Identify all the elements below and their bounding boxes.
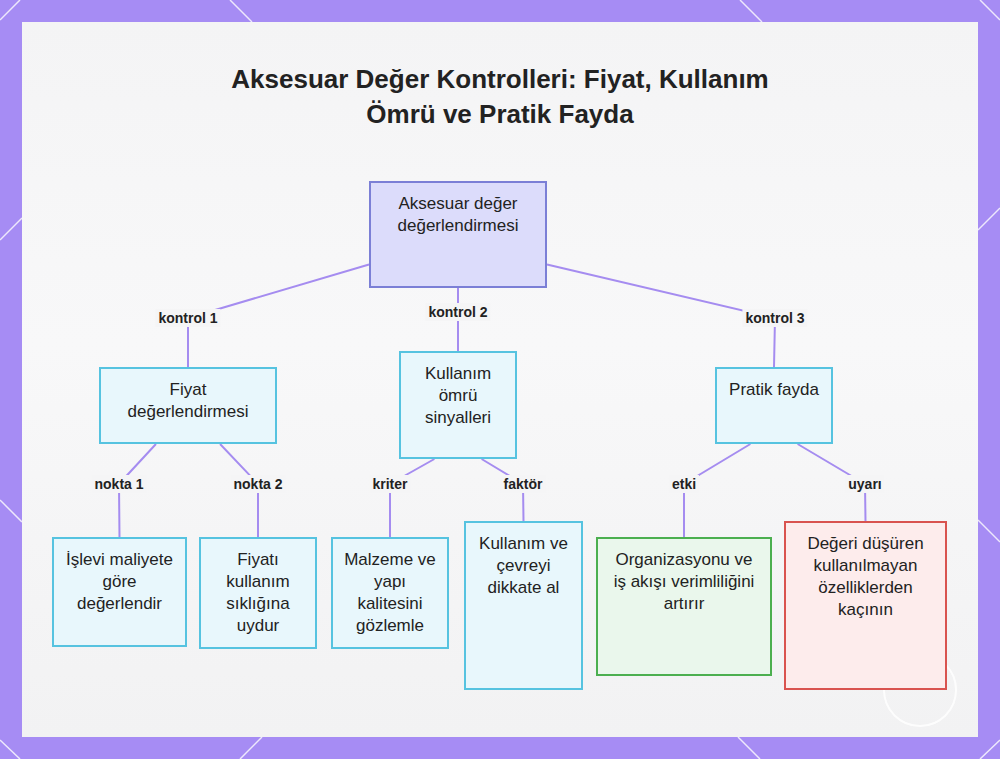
edge-label: nokta 2 <box>230 475 285 493</box>
edge-label: kontrol 1 <box>155 309 220 327</box>
diagram-title: Aksesuar Değer Kontrolleri: Fiyat, Kulla… <box>220 62 780 132</box>
edge-label: kriter <box>369 475 410 493</box>
connector <box>390 459 434 537</box>
warning-box: Değeri düşüren kullanılmayan özelliklerd… <box>784 521 947 690</box>
node-label: Aksesuar değer değerlendirmesi <box>381 193 535 237</box>
process-box: Fiyatı kullanım sıklığına uydur <box>199 537 317 649</box>
node-label: Kullanım ve çevreyi dikkate al <box>476 533 571 599</box>
node-label: Fiyatı kullanım sıklığına uydur <box>211 549 305 637</box>
node-label: Kullanım ömrü sinyalleri <box>411 363 505 429</box>
node-label: İşlevi maliyete göre değerlendir <box>64 549 175 615</box>
edge-label: kontrol 2 <box>425 303 490 321</box>
node-label: Pratik fayda <box>729 379 819 401</box>
process-box: Kullanım ömrü sinyalleri <box>399 351 517 459</box>
node-label: Fiyat değerlendirmesi <box>111 379 265 423</box>
edge-label: etki <box>669 475 699 493</box>
process-box: Malzeme ve yapı kalitesini gözlemle <box>331 537 449 649</box>
node-label: Organizasyonu ve iş akışı verimliliğini … <box>608 549 760 615</box>
node-label: Değeri düşüren kullanılmayan özelliklerd… <box>796 533 935 621</box>
effect-box: Organizasyonu ve iş akışı verimliliğini … <box>596 537 772 676</box>
connector <box>547 264 775 367</box>
process-box: İşlevi maliyete göre değerlendir <box>52 537 187 647</box>
process-box: Pratik fayda <box>715 367 833 444</box>
node-label: Malzeme ve yapı kalitesini gözlemle <box>343 549 437 637</box>
edge-label: nokta 1 <box>91 475 146 493</box>
connector-line <box>547 264 775 367</box>
connector-line <box>390 459 434 537</box>
process-box: Fiyat değerlendirmesi <box>99 367 277 444</box>
edge-label: uyarı <box>845 475 884 493</box>
edge-label: kontrol 3 <box>742 309 807 327</box>
edge-label: faktör <box>501 475 546 493</box>
root-box: Aksesuar değer değerlendirmesi <box>369 181 547 288</box>
process-box: Kullanım ve çevreyi dikkate al <box>464 521 583 690</box>
